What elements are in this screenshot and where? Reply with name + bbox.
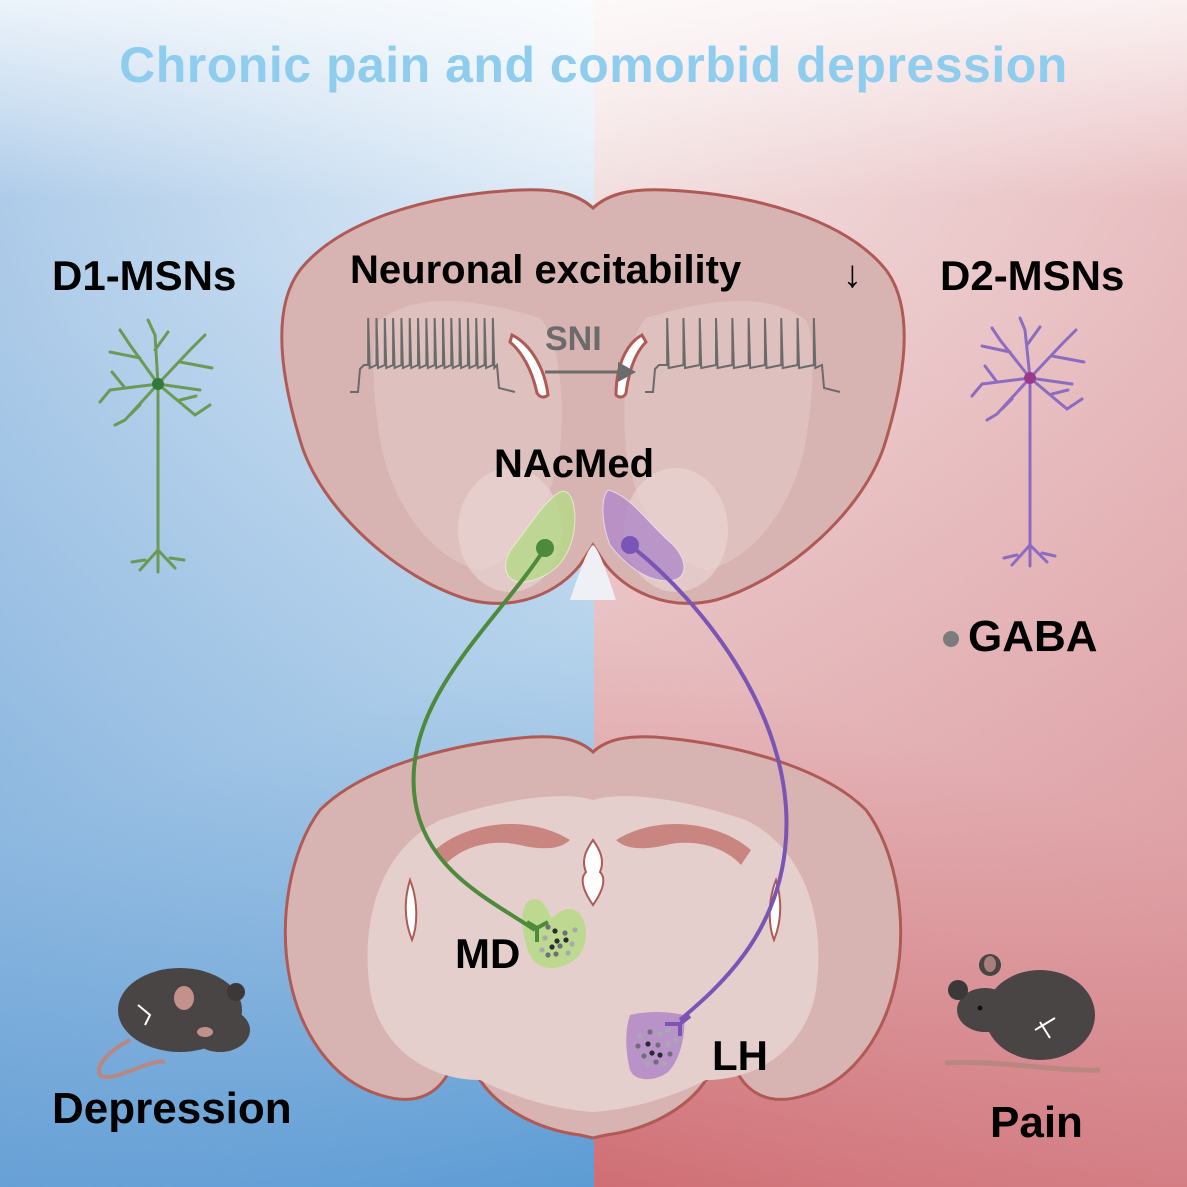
ventricle-left <box>508 332 550 399</box>
trace-before-sni <box>350 317 516 393</box>
pain-mouse-icon <box>944 954 1101 1073</box>
d1-soma-nacmed <box>536 539 554 557</box>
lower-brain-section <box>283 735 903 1140</box>
gaba-vesicle <box>549 944 555 950</box>
arrow-down-icon: ↓ <box>843 254 862 296</box>
third-ventricle <box>581 838 605 907</box>
gaba-vesicle <box>657 1052 663 1058</box>
d1-pathway-to-md <box>411 546 547 932</box>
d1-msns-label: D1-MSNs <box>52 252 237 299</box>
d2-neuron-icon <box>970 316 1086 568</box>
d2-msns-label: D2-MSNs <box>940 252 1125 299</box>
d2-soma-nacmed <box>621 536 639 554</box>
gaba-vesicle <box>667 1051 673 1057</box>
d2-pathway-to-lh <box>628 543 789 1022</box>
gaba-vesicle <box>647 1029 653 1035</box>
gaba-vesicle <box>557 943 563 949</box>
d2-soma <box>1024 372 1036 384</box>
gaba-vesicle <box>545 924 551 930</box>
gaba-vesicle <box>657 1031 663 1037</box>
nacmed-d1-region <box>505 490 576 583</box>
gaba-vesicle <box>553 951 559 957</box>
gaba-vesicle <box>637 1033 643 1039</box>
midline-gap <box>570 545 616 600</box>
gaba-vesicle <box>653 1059 659 1065</box>
gaba-vesicle <box>635 1043 641 1049</box>
md-region <box>522 899 586 969</box>
gaba-vesicle <box>673 1037 679 1043</box>
gaba-vesicle <box>645 1061 651 1067</box>
page-title: Chronic pain and comorbid depression <box>119 37 1068 93</box>
sni-arrow-icon <box>545 362 636 382</box>
gaba-vesicle <box>649 1050 655 1056</box>
d1-neuron-icon <box>98 318 214 574</box>
trace-after-path <box>645 317 841 393</box>
lower-brain-inner <box>367 796 819 1112</box>
depression-mouse-icon <box>97 968 250 1080</box>
hippocampus-left <box>435 823 570 865</box>
depression-label: Depression <box>52 1084 292 1133</box>
trace-after-sni <box>645 317 841 393</box>
md-gaba-dots <box>539 924 578 958</box>
pain-label: Pain <box>990 1098 1083 1147</box>
lateral-ventricle-right <box>768 876 782 943</box>
gaba-vesicle <box>554 938 560 944</box>
gaba-vesicle <box>542 935 548 941</box>
gaba-vesicle <box>552 928 558 934</box>
trace-before-path <box>350 317 516 393</box>
gaba-vesicle <box>565 950 571 956</box>
hippocampus-right <box>616 823 751 865</box>
top-fade <box>0 0 1187 200</box>
gaba-vesicle <box>545 952 551 958</box>
gaba-vesicle <box>655 1042 661 1048</box>
md-label: MD <box>455 930 521 977</box>
gaba-vesicle <box>539 947 545 953</box>
nacmed-d2-region <box>602 489 685 582</box>
gaba-vesicle <box>563 937 569 943</box>
sni-label: SNI <box>545 320 602 358</box>
gaba-vesicle <box>661 1061 667 1067</box>
d1-soma <box>152 378 164 390</box>
lateral-ventricle-left <box>404 876 418 943</box>
gaba-vesicle <box>569 941 575 947</box>
gaba-vesicle <box>645 1041 651 1047</box>
gaba-vesicle <box>665 1041 671 1047</box>
gaba-dot-icon <box>943 631 959 647</box>
gaba-vesicle <box>562 930 568 936</box>
gaba-vesicle <box>665 1027 671 1033</box>
gaba-vesicle <box>641 1053 647 1059</box>
d1-terminal <box>525 920 549 942</box>
gaba-legend-label: GABA <box>968 612 1098 661</box>
lh-label: LH <box>712 1032 768 1079</box>
excitability-label: Neuronal excitability <box>350 248 742 292</box>
lh-gaba-dots <box>635 1027 679 1067</box>
nacmed-label: NAcMed <box>494 442 655 486</box>
gaba-vesicle <box>572 927 578 933</box>
ventricle-right <box>614 332 648 399</box>
d2-terminal <box>665 1014 692 1036</box>
